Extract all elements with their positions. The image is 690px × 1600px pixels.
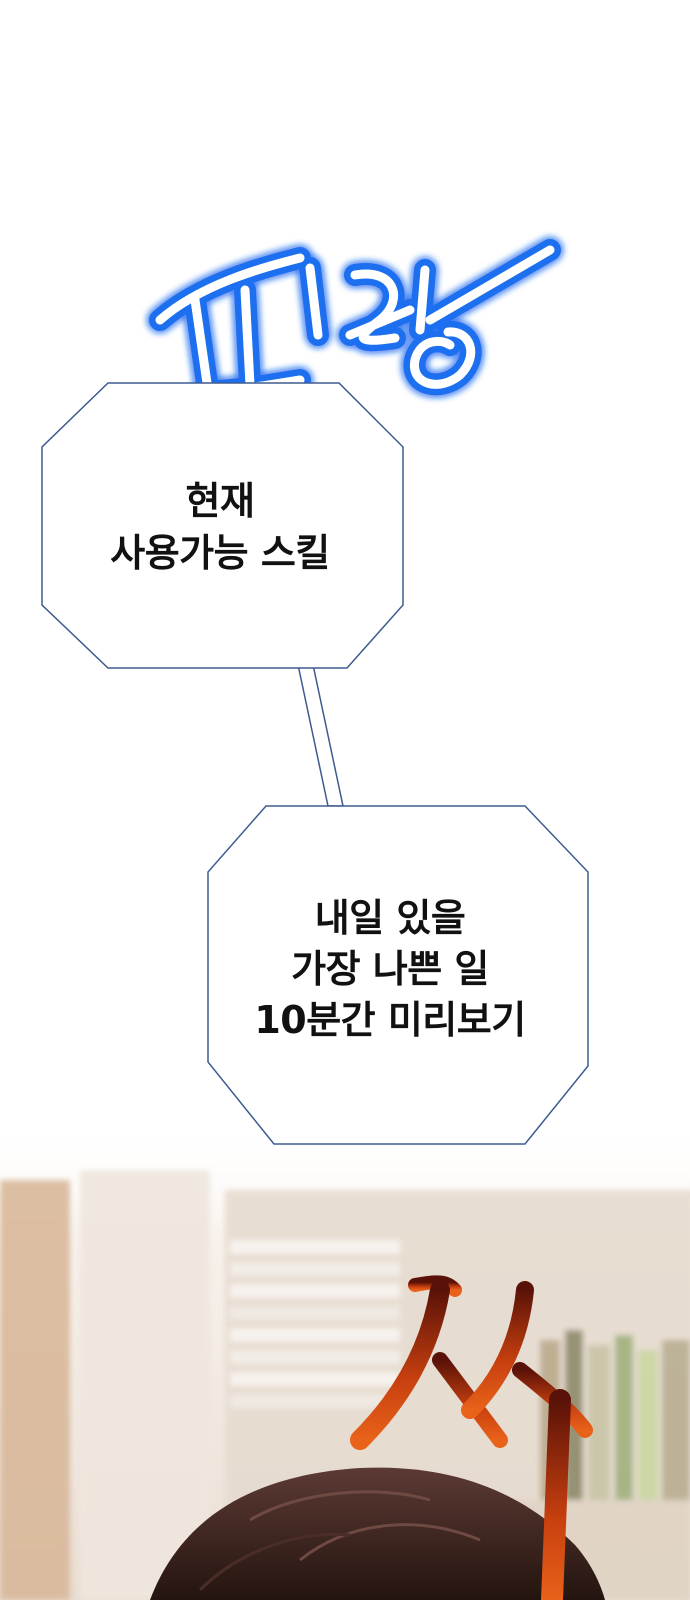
bubble-1-line-1: 현재: [185, 479, 255, 523]
sfx-ttiring-graphic: [149, 239, 561, 403]
sfx-sseuk-graphic: [350, 1275, 593, 1600]
character-hair: [150, 1467, 605, 1600]
bubble-1-line-2: 사용가능 스킬: [110, 531, 330, 575]
bubble-connector: [296, 659, 344, 807]
bubble-2-line-1: 내일 있을: [314, 896, 466, 940]
bubble-1-text: 현재 사용가능 스킬: [40, 475, 400, 579]
bubble-2-text: 내일 있을 가장 나쁜 일 10분간 미리보기: [205, 893, 575, 1046]
speech-bubble-2: [207, 805, 589, 1145]
bubble-2-line-2: 가장 나쁜 일: [291, 947, 489, 991]
bubble-2-line-3: 10분간 미리보기: [254, 998, 526, 1042]
speech-bubble-1: [41, 382, 404, 669]
